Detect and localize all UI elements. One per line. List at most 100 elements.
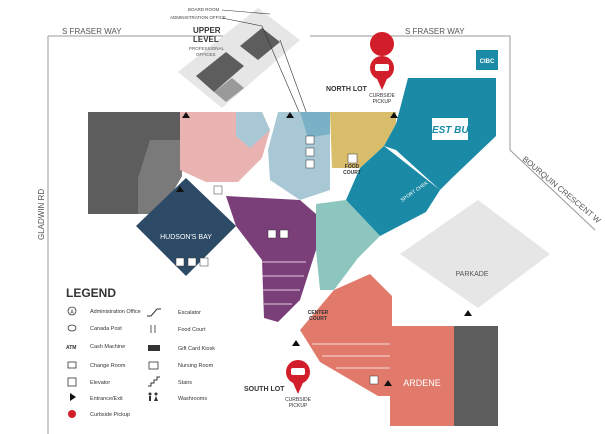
elevator-icon <box>67 377 77 387</box>
entrance-icon <box>70 393 76 401</box>
cibc-label: CIBC <box>480 59 495 65</box>
upper-level-sub-1: PROFESSIONAL <box>189 46 225 51</box>
legend: LEGEND A ATM Administration Office Canad… <box>66 286 215 418</box>
food-court-icon <box>150 325 156 333</box>
south-lot-label: SOUTH LOT <box>244 386 285 393</box>
map-amenity-icons <box>175 135 379 385</box>
nursing-room-icon <box>148 361 159 370</box>
gift-card-icon <box>148 345 160 351</box>
curbside-pin-north <box>370 32 395 90</box>
map-elevator-icon <box>305 159 315 169</box>
entrance-markers <box>176 112 472 386</box>
south-curbside-label-2: PICKUP <box>289 403 308 409</box>
escalator-icon <box>147 308 161 317</box>
center-court-label-2: COURT <box>309 316 327 322</box>
atm-icon: ATM <box>66 345 76 351</box>
store-block-west-steps <box>138 140 182 214</box>
map-escalator-icon <box>305 135 315 145</box>
upper-level-inset <box>178 8 300 108</box>
curbside-icon <box>68 410 76 418</box>
north-curbside-label-2: PICKUP <box>373 99 392 105</box>
center-court-label-1: CENTER <box>308 310 329 316</box>
parkade-label: PARKADE <box>456 271 489 278</box>
upper-admin-office-label: ADMINISTRATION OFFICE <box>170 15 226 20</box>
food-court-label-1: FOOD <box>345 164 360 170</box>
stairs-icon <box>148 376 160 387</box>
legend-right-5: Washrooms <box>178 396 207 402</box>
entrance-icon <box>464 310 472 316</box>
washrooms-icon <box>148 392 158 401</box>
map-stairs-icon-2 <box>369 375 379 385</box>
store-sport-chek <box>346 146 440 236</box>
legend-right-1: Food Court <box>178 327 206 333</box>
entrance-icon <box>390 112 398 118</box>
entrance-icon <box>182 112 190 118</box>
road-label-bourquin: BOURQUIN CRESCENT W <box>521 155 603 226</box>
change-room-icon <box>67 361 77 369</box>
north-curbside-label-1: CURBSIDE <box>369 93 396 99</box>
curbside-pin-south <box>286 360 310 394</box>
map-washrooms-icon <box>305 147 315 157</box>
upper-level-office-block-1 <box>196 52 244 92</box>
north-lot-label: NORTH LOT <box>326 86 368 93</box>
upper-level-office-block-3 <box>214 78 244 102</box>
zone-gold <box>330 112 396 168</box>
svg-text:A: A <box>70 310 74 316</box>
upper-level-sub-2: OFFICES <box>196 52 216 57</box>
south-curbside-label-1: CURBSIDE <box>285 397 312 403</box>
zone-purple <box>226 196 316 322</box>
legend-left-6: Curbside Pickup <box>90 412 130 418</box>
best-buy-logo: BEST BUY <box>425 125 477 136</box>
map-food-court-icon <box>347 153 358 164</box>
legend-left-1: Canada Post <box>90 326 122 332</box>
zone-pink-blue-store <box>236 112 270 148</box>
admin-office-icon <box>67 306 77 316</box>
upper-level-title-2: LEVEL <box>193 35 219 44</box>
legend-right-4: Stairs <box>178 380 192 386</box>
zone-teal-light <box>316 200 380 290</box>
road-label-s-fraser-left: S FRASER WAY <box>62 27 122 36</box>
map-washrooms-icon-3 <box>199 257 209 267</box>
zone-purple-dividers <box>262 261 306 305</box>
map-washrooms-icon-2 <box>279 229 289 239</box>
map-escalator-icon-2 <box>267 229 277 239</box>
legend-left-0: Administration Office <box>90 309 141 315</box>
legend-right-2: Gift Card Kiosk <box>178 346 215 352</box>
upper-board-room-label: BOARD ROOM <box>188 7 220 12</box>
cibc-logo-bg <box>476 50 498 70</box>
upper-level-office-block-2 <box>240 28 280 60</box>
map-nursing-icon <box>175 257 185 267</box>
road-label-gladwin: GLADWIN RD <box>37 189 46 240</box>
store-ardene <box>390 326 454 426</box>
legend-title: LEGEND <box>66 286 116 300</box>
canada-post-icon <box>67 324 77 332</box>
road-label-s-fraser-right: S FRASER WAY <box>405 27 465 36</box>
legend-left-2: Cash Machine <box>90 344 125 350</box>
food-court-label-2: COURT <box>343 170 361 176</box>
road-line-top-right <box>310 35 596 231</box>
zone-light-blue-dark <box>300 112 330 138</box>
best-buy-logo-bg <box>432 118 468 140</box>
car-icon <box>375 64 389 71</box>
store-block-southeast <box>454 326 498 426</box>
car-icon <box>291 368 305 375</box>
entrance-icon <box>292 340 300 346</box>
legend-left-4: Elevator <box>90 380 110 386</box>
roads <box>47 35 596 434</box>
entrance-icon <box>384 380 392 386</box>
map-change-room-icon <box>187 257 197 267</box>
upper-level-floor <box>178 8 300 108</box>
hudsons-bay-label: HUDSON'S BAY <box>160 234 212 241</box>
entrance-icon <box>286 112 294 118</box>
legend-left-3: Change Room <box>90 363 126 369</box>
parkade <box>400 200 550 308</box>
store-hudsons-bay <box>136 178 236 276</box>
zone-salmon-dividers <box>312 343 390 369</box>
entrance-icon <box>176 186 184 192</box>
upper-level-title-1: UPPER <box>193 26 221 35</box>
map-stairs-icon <box>213 185 223 195</box>
ardene-label: ARDENE <box>403 378 441 388</box>
legend-right-0: Escalator <box>178 310 201 316</box>
legend-left-5: Entrance/Exit <box>90 396 123 402</box>
